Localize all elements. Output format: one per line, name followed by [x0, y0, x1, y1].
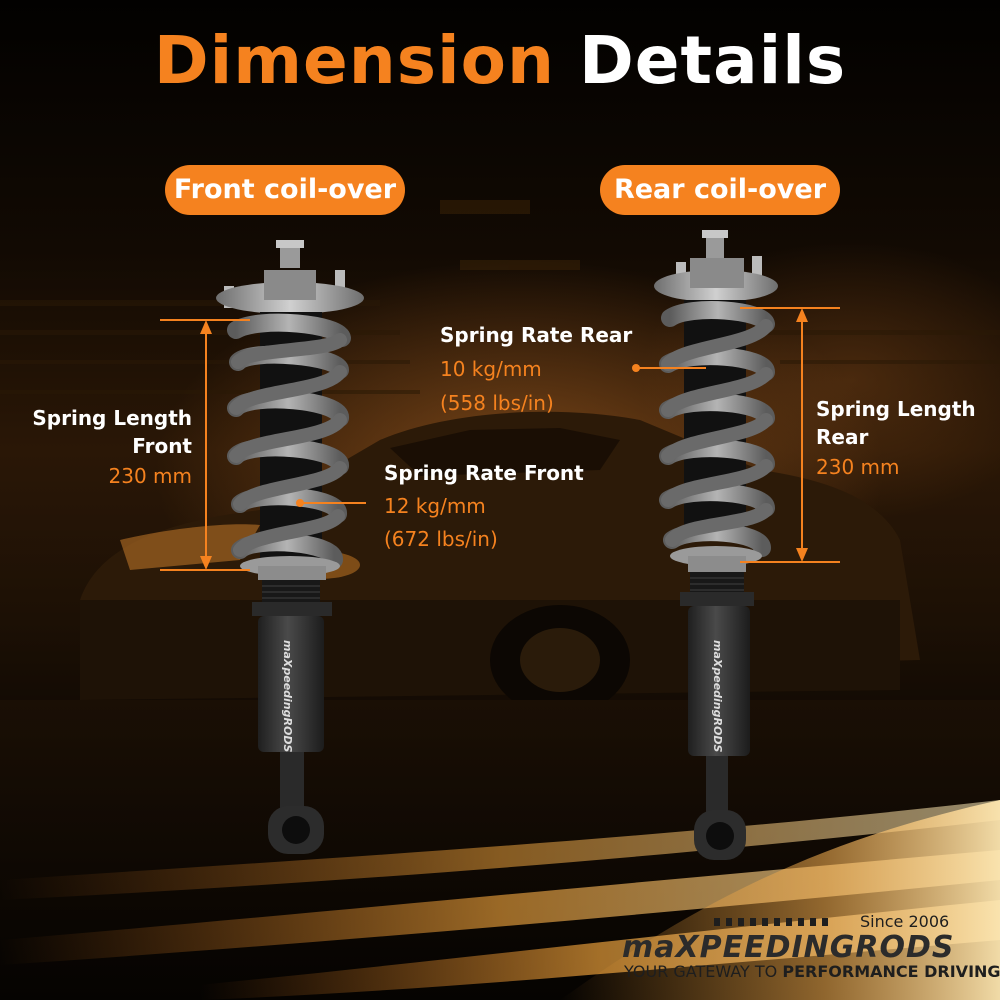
logo-wordmark: maXPEEDINGRODS [622, 930, 955, 965]
rear-spring-length-label: Spring Length Rear [816, 395, 976, 451]
front-spring-rate-label: Spring Rate Front [384, 461, 584, 485]
front-spring-rate-imperial: (672 lbs/in) [384, 527, 498, 551]
rear-spring-length-line1: Spring Length [816, 397, 976, 421]
brand-logo: Since 2006 maXPEEDINGRODS YOUR GATEWAY T… [622, 912, 1000, 992]
front-spring-length-dimension [160, 319, 250, 571]
rear-spring-length-line2: Rear [816, 425, 869, 449]
front-spring-length-value: 230 mm [108, 464, 193, 488]
title-part-dimension: Dimension [153, 22, 555, 99]
title-part-details: Details [578, 22, 847, 99]
front-spring-length-line1: Spring Length [32, 406, 192, 430]
front-spring-rate-value: 12 kg/mm [384, 494, 486, 518]
rear-coilover-shock [654, 230, 778, 860]
logo-part1: maX [622, 930, 700, 965]
rear-spring-rate-label: Spring Rate Rear [440, 323, 633, 347]
brand-tagline: YOUR GATEWAY TO PERFORMANCE DRIVING [624, 962, 1000, 981]
tagline-regular: YOUR GATEWAY TO [624, 962, 778, 981]
since-year: Since 2006 [860, 912, 950, 931]
front-spring-rate-pointer [296, 499, 366, 507]
front-shock-brand-text: maXpeedingRODS [281, 640, 294, 752]
logo-part2: PEEDINGRODS [699, 930, 955, 965]
front-coilover-shock [216, 240, 364, 854]
rear-spring-length-dimension [740, 307, 840, 563]
page-title: Dimension Details [0, 22, 1000, 99]
rear-spring-rate-pointer [632, 364, 706, 372]
rear-spring-rate-value: 10 kg/mm [440, 357, 542, 381]
tagline-bold: PERFORMANCE DRIVING [782, 962, 1000, 981]
rear-shock-brand-text: maXpeedingRODS [711, 640, 724, 752]
rear-spring-length-value: 230 mm [816, 455, 900, 479]
front-spring-length-label: Spring Length Front [20, 404, 192, 460]
checkered-flag-icon [714, 918, 834, 926]
rear-spring-rate-imperial: (558 lbs/in) [440, 391, 554, 415]
front-coilover-label: Front coil-over [165, 165, 405, 215]
rear-coilover-label: Rear coil-over [600, 165, 840, 215]
front-spring-length-line2: Front [132, 434, 192, 458]
